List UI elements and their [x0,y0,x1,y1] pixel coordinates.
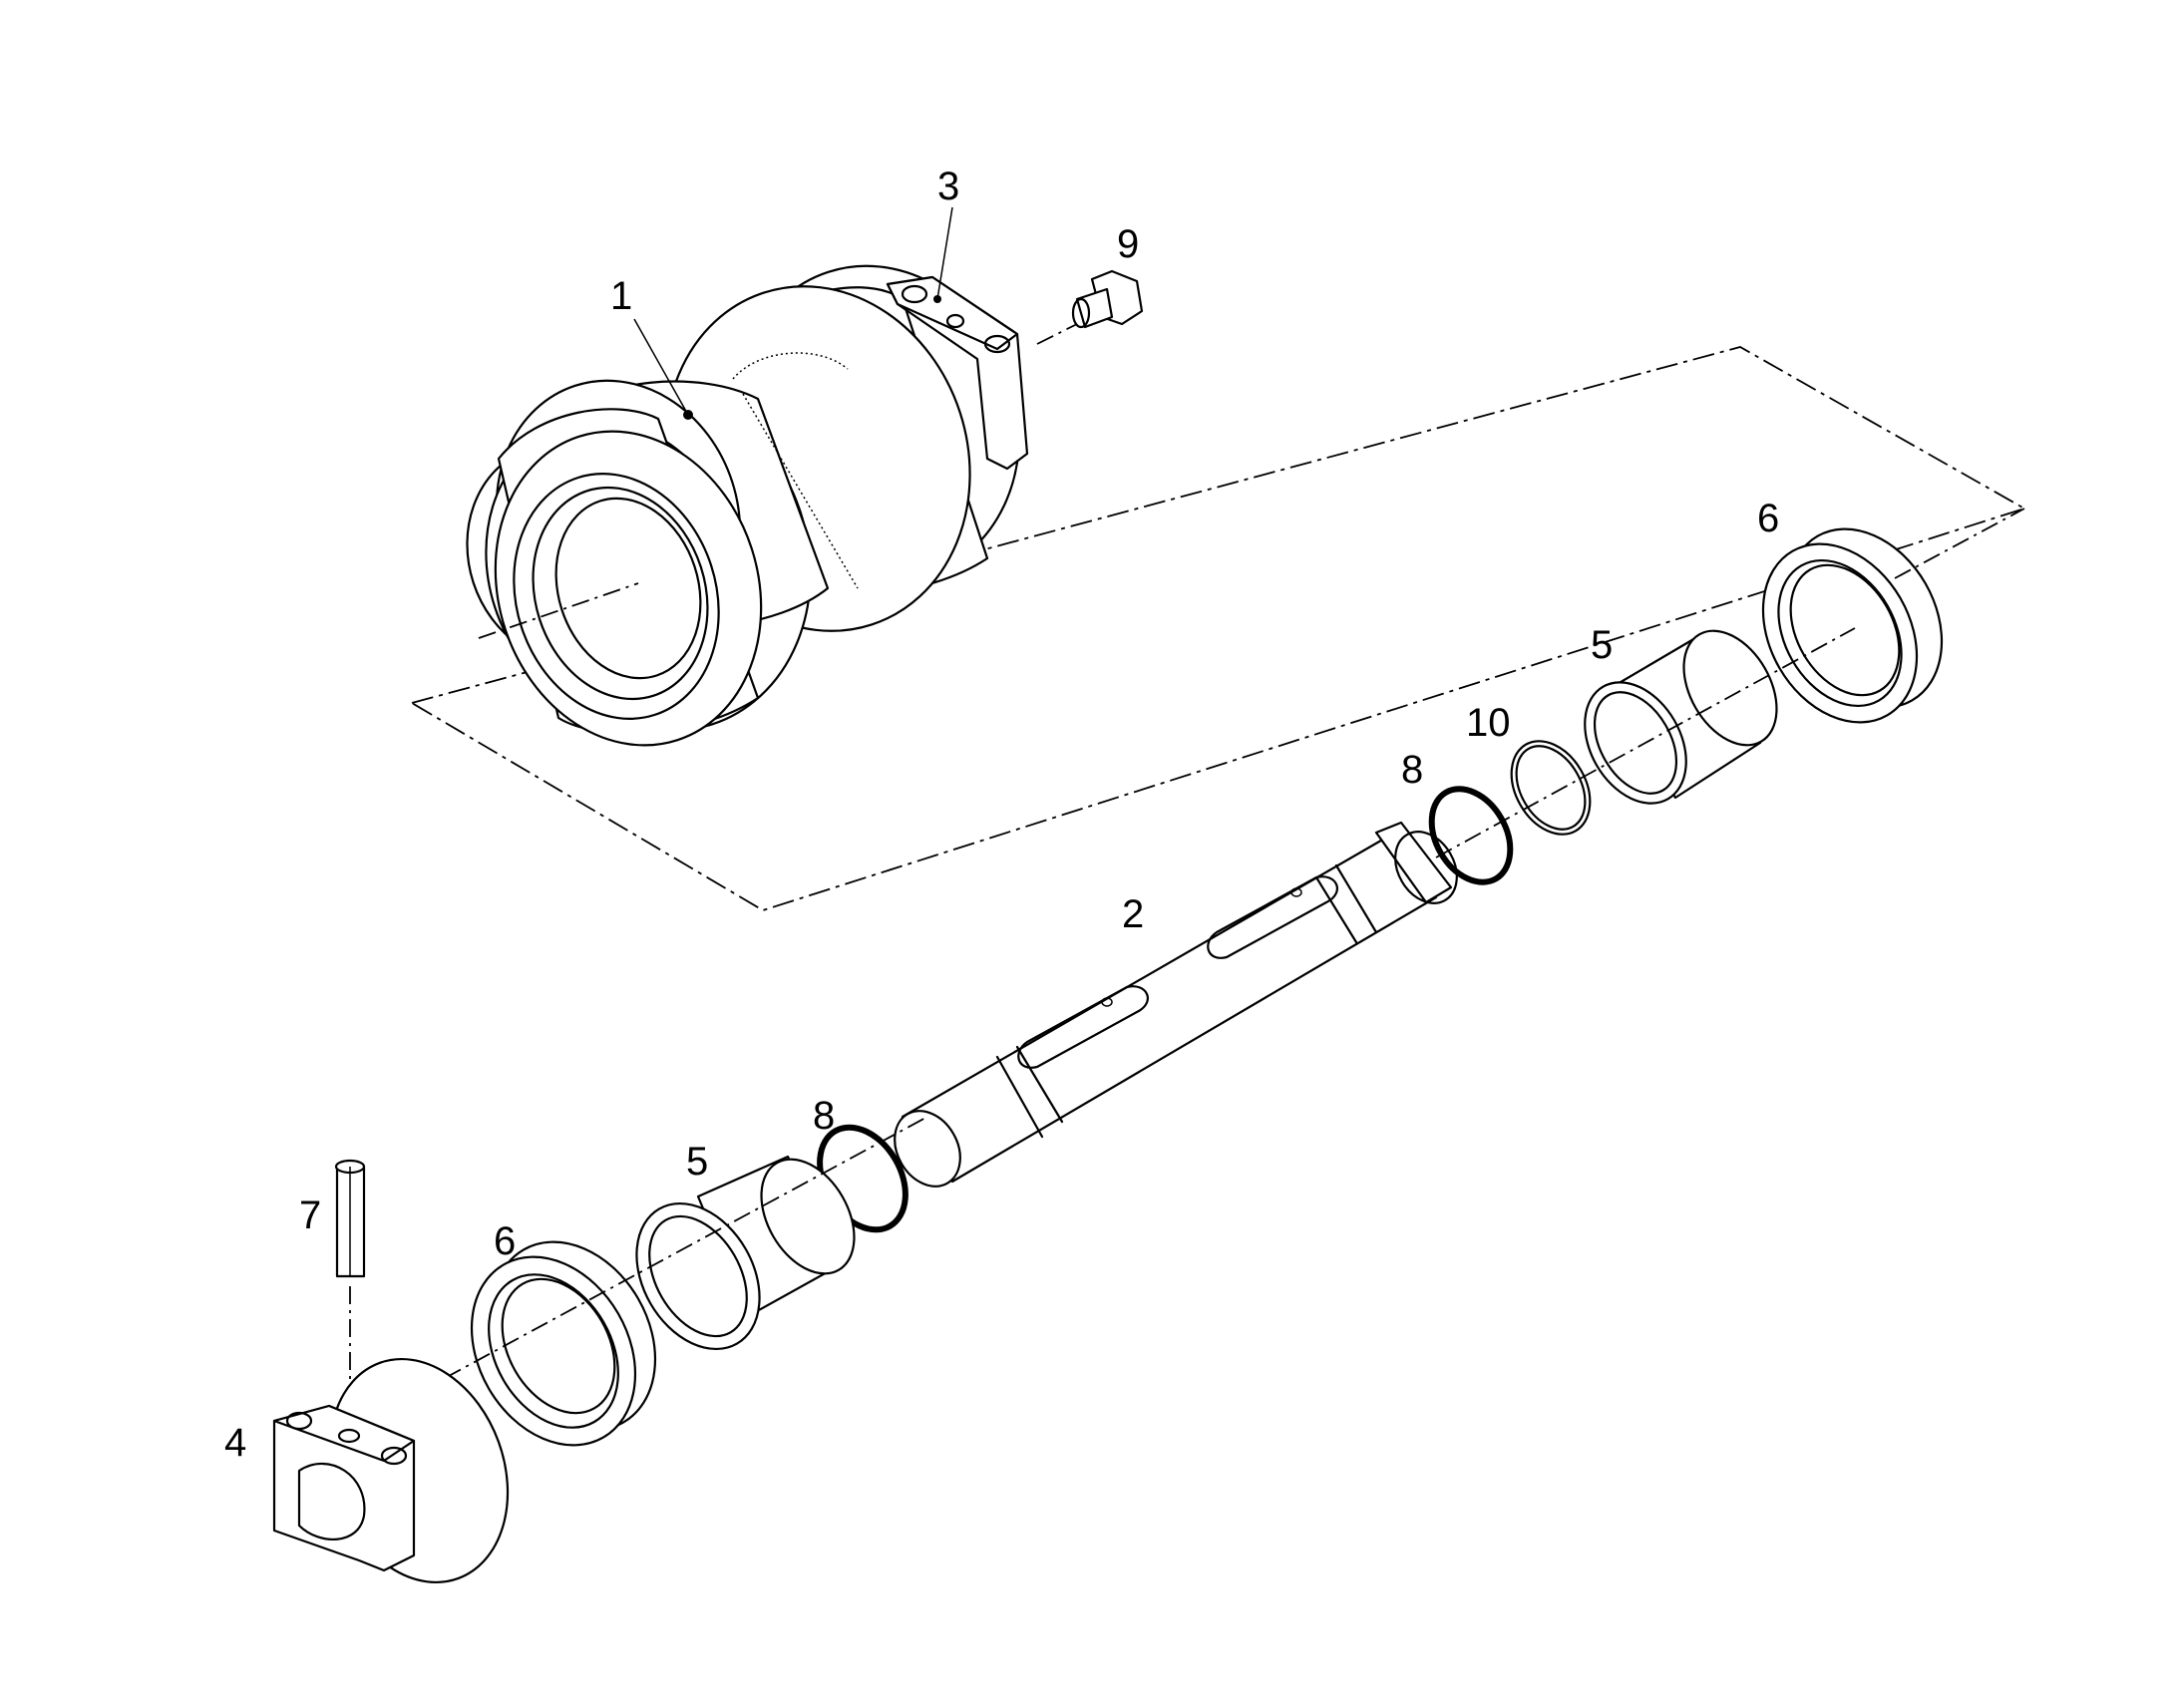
part-10-ring [1510,740,1592,836]
callout-7: 7 [299,1194,321,1237]
assembly-boundary [409,346,2027,911]
callout-10: 10 [1466,701,1511,745]
part-3-bracket [886,275,1029,471]
part-8-upper-oring [1428,786,1514,885]
leader-lines [633,206,953,416]
shaft-axis-upper [1435,627,1856,858]
callout-8-upper: 8 [1401,748,1423,792]
callout-1: 1 [610,274,632,318]
part-5-lower-bushing [635,1155,856,1351]
callout-9: 9 [1117,222,1139,266]
callout-8-lower: 8 [813,1094,835,1138]
part-1-roller [466,264,1021,747]
callout-5-upper: 5 [1591,623,1613,667]
part-2-shaft [894,821,1458,1188]
part-6-lower-seal [470,1240,657,1447]
callout-6-upper: 6 [1757,497,1779,540]
part-7-pin [334,1159,366,1386]
upper-axis-line [1894,508,2025,579]
part-4-bracket [272,1357,510,1584]
part-5-upper-bushing [1584,629,1778,805]
callout-2: 2 [1122,892,1144,936]
part-9-plug [1036,269,1144,345]
callout-3: 3 [937,165,959,208]
callout-4: 4 [224,1421,246,1465]
callout-6-lower: 6 [494,1219,516,1263]
callout-5-lower: 5 [686,1140,708,1184]
